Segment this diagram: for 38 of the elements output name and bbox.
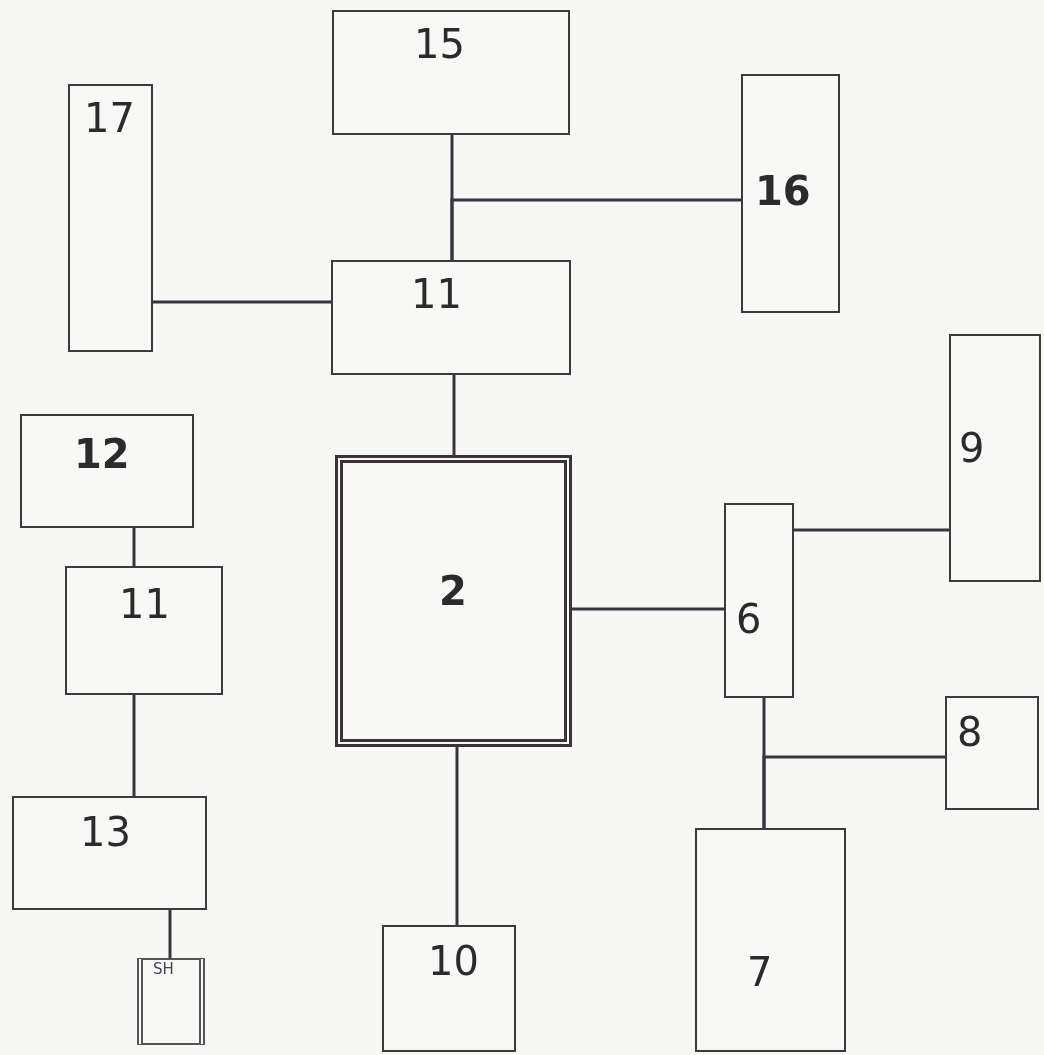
component-box — [949, 334, 1041, 582]
component-box — [695, 828, 846, 1052]
reference-number: 12 — [74, 434, 130, 474]
connector-line — [762, 755, 945, 828]
reference-number: 13 — [80, 812, 131, 852]
component-box — [65, 566, 223, 695]
reference-number: 17 — [84, 98, 135, 138]
connector-line — [794, 528, 949, 532]
component-box — [382, 925, 516, 1052]
reference-number: 6 — [736, 599, 762, 639]
component-box — [332, 10, 570, 135]
connector-line — [572, 607, 724, 611]
component-box — [331, 260, 571, 375]
main-unit-box — [335, 455, 572, 747]
connector-line — [168, 910, 172, 958]
reference-number: 16 — [755, 171, 811, 211]
connector-line — [132, 695, 136, 796]
reference-number: 15 — [414, 24, 465, 64]
reference-number: 9 — [959, 428, 985, 468]
reference-number: 11 — [411, 274, 462, 314]
reference-number: 11 — [119, 584, 170, 624]
reference-number: 8 — [957, 712, 983, 752]
reference-number: 7 — [747, 952, 773, 992]
reference-number: SH — [153, 962, 174, 977]
reference-number: 10 — [428, 941, 479, 981]
reference-number: 2 — [439, 571, 467, 611]
connector-line — [452, 375, 456, 455]
component-box — [20, 414, 194, 528]
connector-line — [153, 300, 331, 304]
component-box — [724, 503, 794, 698]
connector-line — [450, 198, 741, 260]
component-box — [945, 696, 1039, 810]
connector-line — [132, 528, 136, 566]
component-box — [137, 958, 205, 1045]
component-box — [68, 84, 153, 352]
component-box — [12, 796, 207, 910]
connector-line — [455, 747, 459, 925]
component-box — [741, 74, 840, 313]
